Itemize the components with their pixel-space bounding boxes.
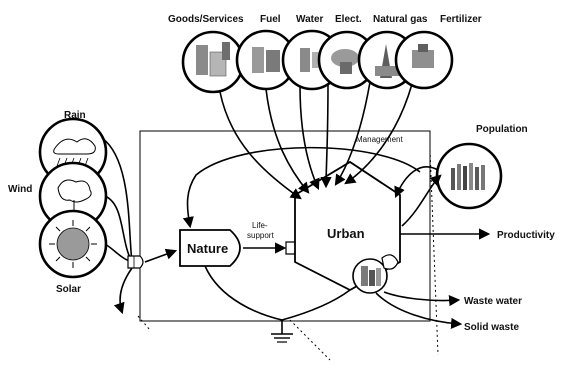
natural-gas-label: Natural gas	[373, 14, 428, 25]
storage-valve	[381, 254, 399, 270]
productivity-label: Productivity	[497, 230, 555, 241]
wind-flow	[104, 195, 133, 263]
system-boundary	[139, 130, 431, 322]
waste-water-label: Waste water	[464, 296, 522, 307]
population-source	[435, 142, 503, 210]
waste-water-flow	[383, 291, 461, 307]
elect-flow	[320, 83, 332, 189]
management-flow	[182, 146, 421, 229]
population-label: Population	[476, 124, 528, 135]
rain-label: Rain	[64, 110, 86, 121]
urban-to-population	[401, 174, 442, 227]
fertilizer-flow	[344, 83, 413, 185]
solar-junction	[127, 255, 144, 269]
fertilizer-source	[394, 30, 454, 90]
goods-flow	[219, 91, 302, 200]
junction-to-nature	[144, 248, 178, 263]
water-label: Water	[296, 14, 324, 25]
nature-heat-flow	[204, 265, 283, 321]
junction-outflow	[113, 267, 133, 315]
solid-waste-flow	[375, 292, 463, 329]
fuel-label: Fuel	[260, 14, 281, 25]
life-support-label-2: support	[247, 231, 274, 240]
dotted-boundary-left	[137, 315, 151, 331]
urban-node	[294, 160, 401, 292]
nature-label: Nature	[187, 241, 228, 256]
elect-label: Elect.	[335, 14, 362, 25]
urban-heat-flow	[281, 289, 351, 321]
fertilizer-label: Fertilizer	[440, 14, 482, 25]
solar-source	[38, 209, 108, 279]
solid-waste-label: Solid waste	[464, 322, 519, 333]
solar-label: Solar	[56, 284, 81, 295]
water-flow	[299, 85, 320, 191]
goods-services-label: Goods/Services	[168, 14, 244, 25]
rain-flow	[101, 137, 133, 263]
wind-label: Wind	[8, 184, 32, 195]
fuel-flow	[265, 88, 310, 194]
management-label: Management	[356, 135, 403, 144]
nature-node	[179, 229, 241, 267]
life-support-label-1: Life-	[252, 221, 268, 230]
urban-storage-tank	[352, 258, 388, 294]
urban-label: Urban	[327, 226, 365, 241]
heat-sink-icon	[271, 333, 293, 343]
dotted-boundary-bottom	[289, 319, 331, 361]
population-to-urban	[394, 166, 439, 199]
goods-services-source	[181, 30, 245, 94]
